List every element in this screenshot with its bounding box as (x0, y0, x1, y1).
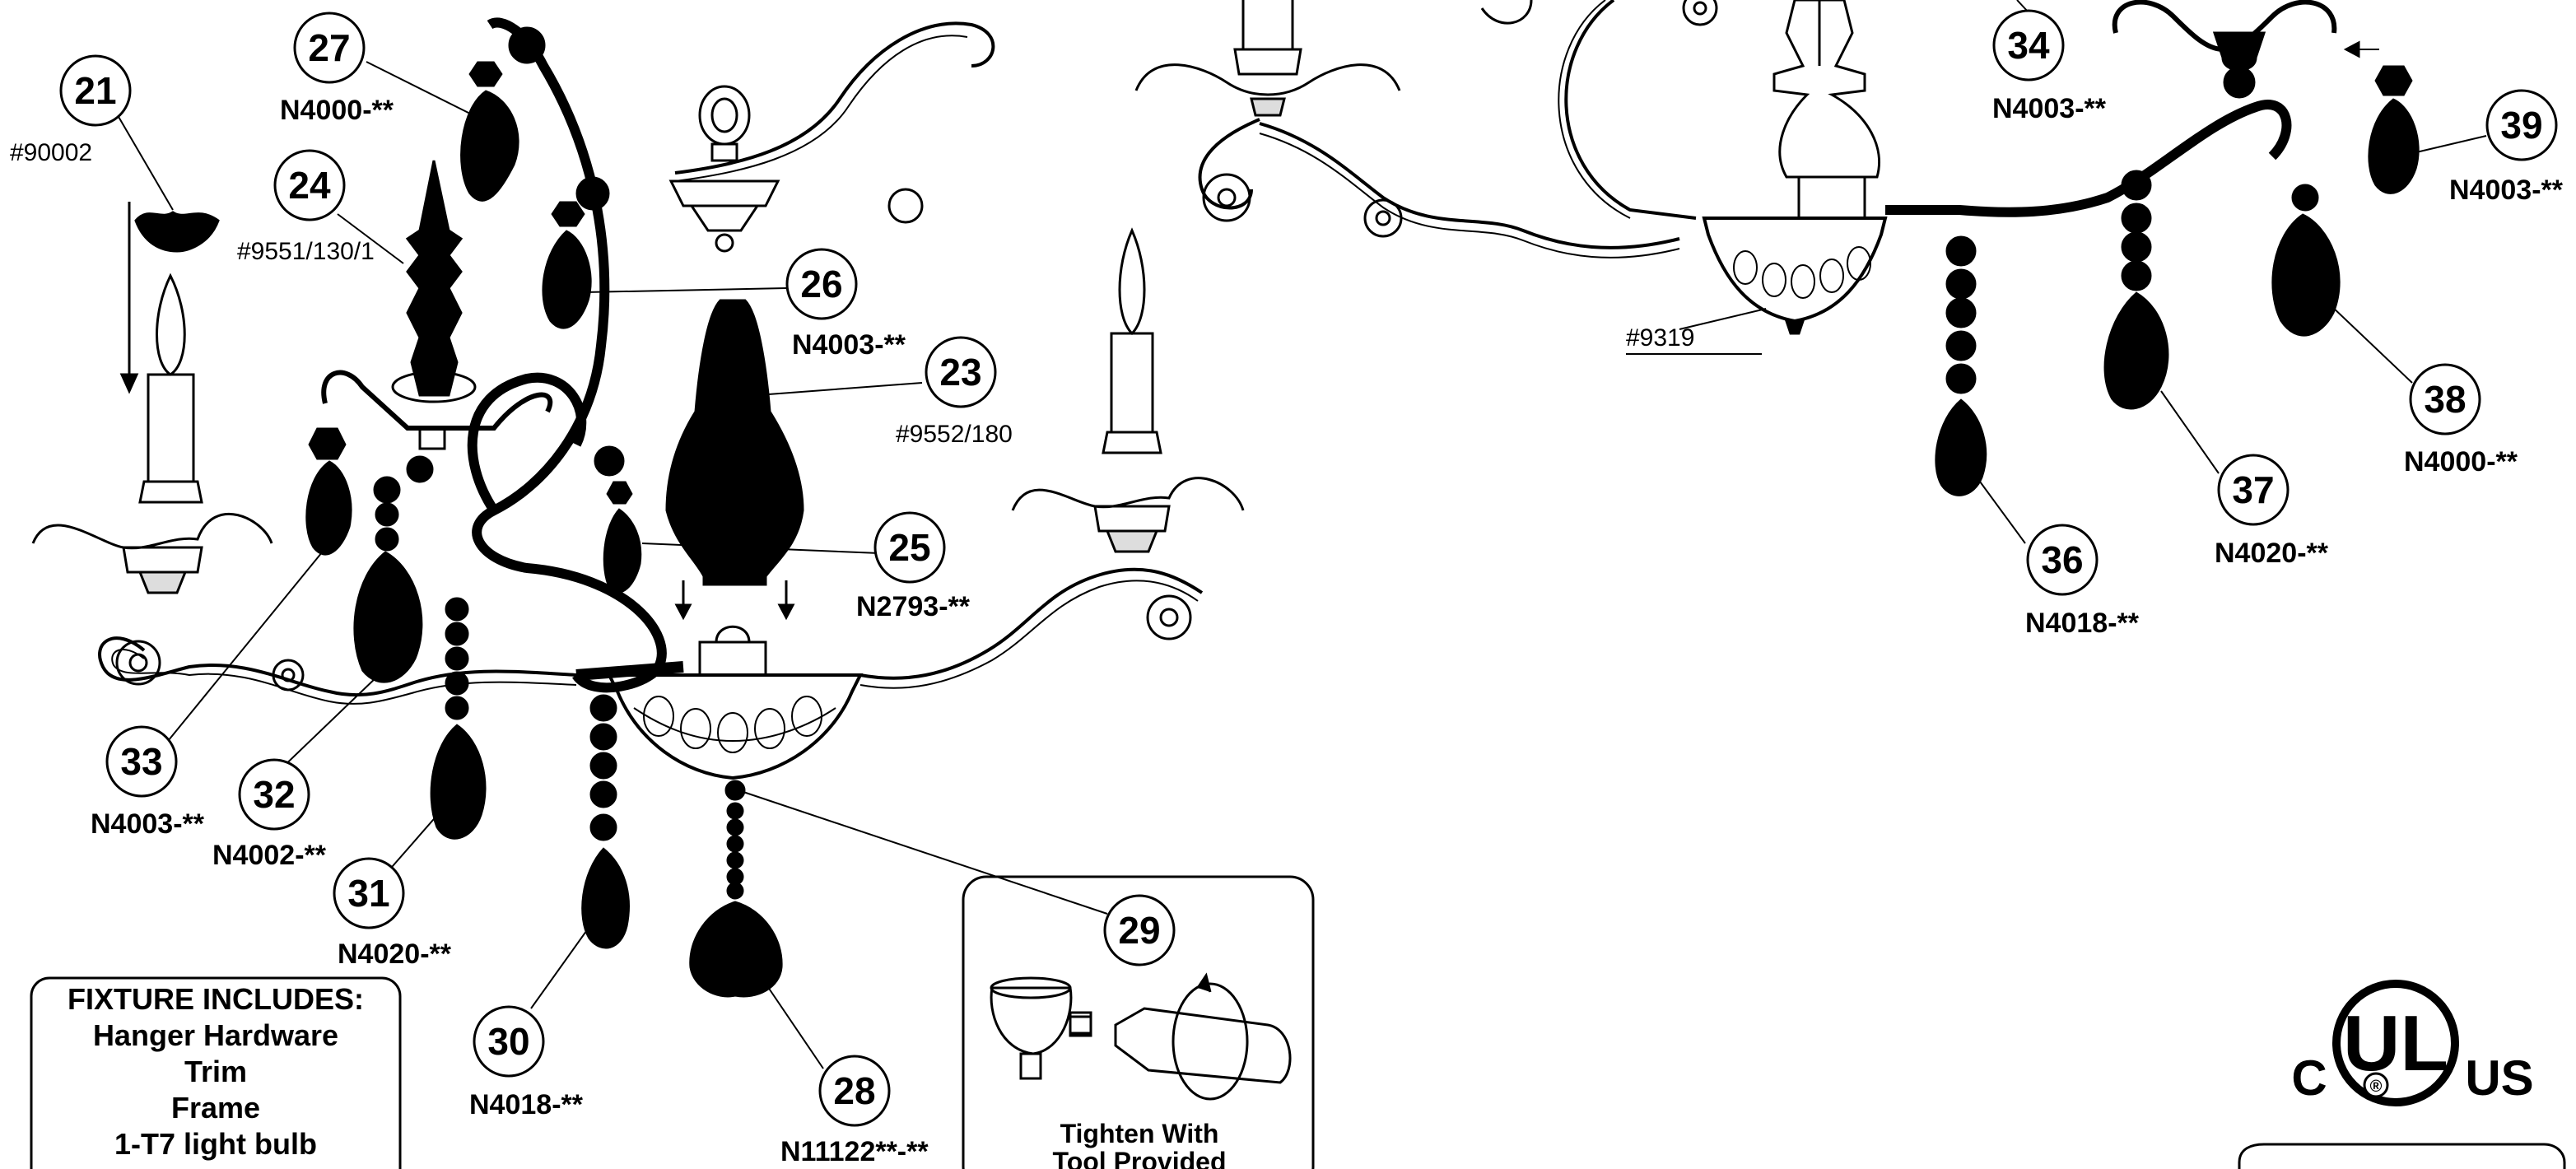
callout-36-circle (2026, 524, 2099, 596)
callouts (59, 9, 2558, 1127)
crystals-right (1935, 65, 2420, 496)
leader-lines (114, 0, 2487, 1069)
code-39: N4003-** (2449, 175, 2564, 206)
right-assembly (1134, 0, 2379, 335)
finial-23 (665, 299, 804, 586)
finial-24 (405, 160, 463, 397)
code-37: N4020-** (2215, 538, 2329, 569)
fixture-title: FIXTURE INCLUDES: (68, 982, 364, 1016)
callout-37-circle (2217, 454, 2290, 526)
tool-box: Tighten With Tool Provided (962, 875, 1315, 1169)
callout-24-number: 24 (288, 164, 331, 207)
drop-27 (460, 90, 519, 202)
octagon-27 (468, 61, 503, 87)
callout-33-number: 33 (120, 740, 162, 783)
tool-icon (1114, 972, 1292, 1101)
fixture-item-trim: Trim (184, 1055, 247, 1088)
socket-icon (990, 976, 1092, 1080)
left-candle (147, 373, 195, 483)
center-bowl (606, 673, 864, 780)
part-codes: #90002 #9551/130/1 N4000-** N4003-** #95… (10, 93, 2564, 1167)
right-candle (1110, 332, 1154, 434)
callout-36-number: 36 (2041, 538, 2083, 581)
code-25: N2793-** (856, 591, 971, 622)
code-34: N4003-** (1992, 93, 2107, 124)
code-38: N4000-** (2404, 446, 2518, 477)
callout-32-circle (238, 758, 310, 831)
callout-33-circle (105, 725, 178, 798)
left-rosette (115, 640, 161, 686)
callout-39-circle (2485, 89, 2558, 161)
callout-38-circle (2409, 363, 2481, 435)
callout-30-circle (473, 1005, 545, 1078)
code-27: N4000-** (280, 95, 394, 126)
code-31: N4020-** (338, 938, 452, 970)
code-28: N11122**-** (780, 1136, 929, 1167)
hook-ring (698, 85, 751, 146)
fixture-includes-box: FIXTURE INCLUDES: Hanger Hardware Trim F… (30, 976, 402, 1169)
code-30: N4018-** (469, 1089, 584, 1120)
ul-left-text: C (2291, 1050, 2327, 1106)
callout-27-circle (293, 12, 366, 84)
callout-26-number: 26 (800, 263, 842, 305)
crystals-left (305, 26, 783, 998)
callout-38-number: 38 (2424, 378, 2466, 421)
callout-25-number: 25 (888, 526, 930, 569)
callout-28-circle (818, 1055, 891, 1127)
code-26: N4003-** (792, 329, 906, 361)
callout-numbers: 21 24 27 26 23 25 33 32 31 30 28 29 34 3… (74, 24, 2542, 1112)
callout-21-number: 21 (74, 69, 116, 112)
ul-registered: ® (2370, 1078, 2383, 1096)
callout-24-circle (273, 149, 346, 221)
code-right-frame: #9319 (1626, 324, 1694, 352)
bottom-right-box (2238, 1143, 2566, 1169)
code-33: N4003-** (91, 808, 205, 840)
callout-39-number: 39 (2500, 104, 2542, 147)
callout-34-circle (1992, 9, 2065, 82)
callout-32-number: 32 (253, 773, 295, 816)
fixture-item-bulb: 1-T7 light bulb (114, 1127, 317, 1161)
ul-logo: UL C US ® (2291, 980, 2534, 1106)
callout-23-number: 23 (939, 351, 981, 394)
callout-26-circle (785, 248, 858, 320)
tool-text-line1: Tighten With (1060, 1119, 1219, 1148)
callout-31-number: 31 (347, 872, 389, 915)
fixture-item-hanger: Hanger Hardware (93, 1018, 338, 1052)
rosette-27 (508, 26, 546, 64)
left-assembly (31, 17, 1245, 780)
callout-25-circle (873, 511, 946, 584)
left-arm (98, 636, 577, 697)
ul-right-text: US (2465, 1050, 2533, 1106)
code-32: N4002-** (212, 840, 327, 871)
code-21: #90002 (10, 139, 92, 166)
callout-29-number: 29 (1118, 909, 1160, 952)
callout-30-number: 30 (487, 1020, 529, 1063)
code-36: N4018-** (2025, 608, 2140, 639)
center-column (1772, 0, 1881, 179)
bobeche-21 (134, 211, 220, 253)
callout-28-number: 28 (833, 1069, 875, 1112)
fixture-item-frame: Frame (171, 1091, 260, 1125)
code-24: #9551/130/1 (237, 238, 375, 265)
scroll-frame (472, 17, 667, 693)
callout-29-circle (1103, 894, 1176, 966)
code-23: #9552/180 (896, 421, 1013, 448)
callout-21-circle (59, 54, 132, 127)
left-candle-cup (31, 512, 273, 550)
callout-31-circle (333, 857, 405, 929)
callout-23-circle (925, 336, 997, 408)
ul-center-text: UL (2343, 999, 2448, 1087)
callout-37-number: 37 (2232, 468, 2274, 511)
callout-27-number: 27 (308, 26, 350, 69)
callout-34-number: 34 (2007, 24, 2050, 67)
tool-text-line2: Tool Provided (1053, 1147, 1227, 1169)
